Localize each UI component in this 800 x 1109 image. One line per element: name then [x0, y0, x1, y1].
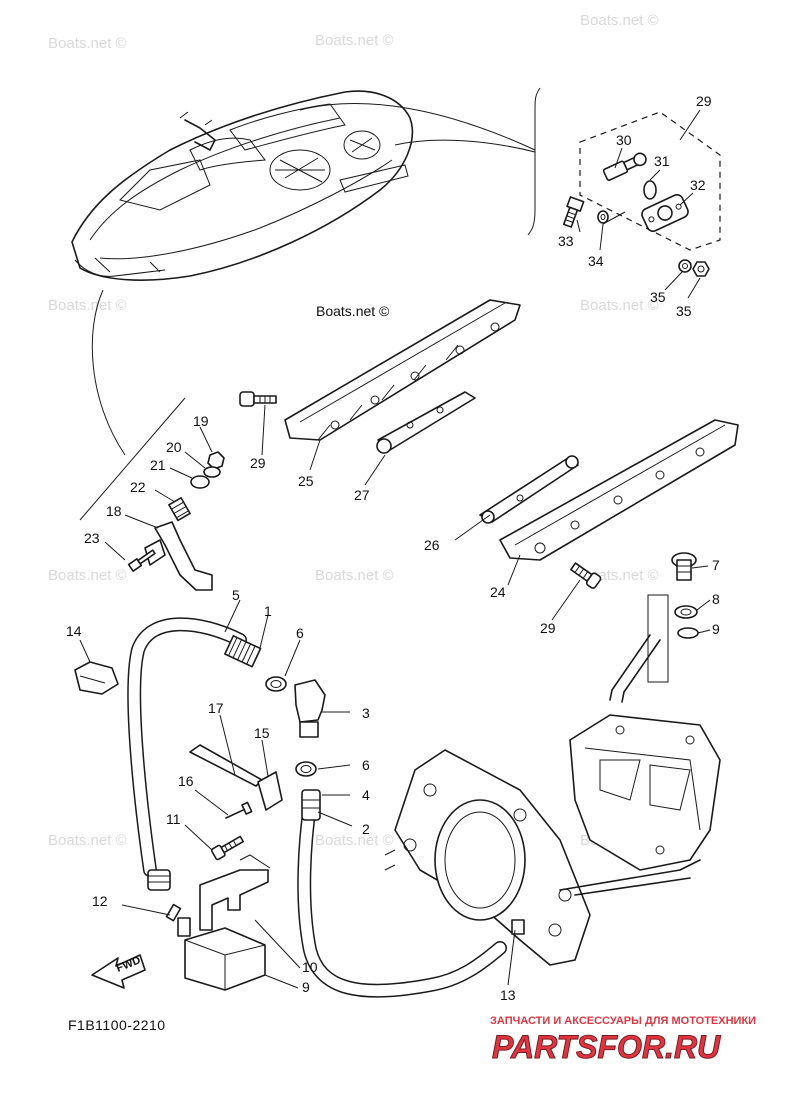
- callout-25: 24: [490, 584, 506, 600]
- callout-29: 29: [540, 620, 556, 636]
- callout-26: 25: [298, 473, 314, 489]
- callout-8: 8: [712, 591, 720, 607]
- watermark-text: Boats.net ©: [48, 567, 127, 584]
- watermark-text: Boats.net ©: [48, 832, 127, 849]
- callout-9: 9: [712, 621, 720, 637]
- callout-21: 20: [166, 439, 182, 455]
- callout-6: 6: [362, 757, 370, 773]
- callout-1: 1: [264, 603, 272, 619]
- diagram-code: F1B1100-2210: [68, 1017, 166, 1033]
- callout-2: 2: [362, 821, 370, 837]
- callout-7: 7: [712, 557, 720, 573]
- callout-33: 32: [690, 177, 706, 193]
- drain-plug-assembly: [671, 552, 699, 639]
- jet-pump-housing: [559, 594, 721, 896]
- callout-17: 16: [178, 773, 194, 789]
- callout-20: 19: [193, 413, 209, 429]
- strake-28: [376, 391, 476, 454]
- callout-29: 29: [250, 455, 266, 471]
- callout-30: 29: [696, 93, 712, 109]
- callout-23: 22: [130, 479, 146, 495]
- callout-22: 21: [150, 457, 166, 473]
- callout-28: 27: [354, 487, 370, 503]
- callout-32: 31: [654, 153, 670, 169]
- hose-assembly: [127, 617, 507, 998]
- watercraft-hull: [71, 90, 414, 281]
- footer-branding: ЗАПЧАСТИ И АКСЕССУАРЫ ДЛЯ МОТОТЕХНИКИ PA…: [490, 1015, 756, 1066]
- watermark-text: Boats.net ©: [315, 832, 394, 849]
- callout-16: 15: [254, 725, 270, 741]
- footer-brand-logo: PARTSFOR.RU: [492, 1029, 721, 1065]
- fwd-arrow-icon: FWD: [91, 954, 146, 989]
- callout-35: 35: [650, 289, 666, 305]
- watermark-text: Boats.net ©: [48, 35, 127, 52]
- callout-19: 18: [106, 503, 122, 519]
- callout-35: 34: [588, 253, 604, 269]
- callout-leaders: [79, 109, 711, 989]
- copyright-label: Boats.net ©: [316, 303, 390, 319]
- sponson-25: [499, 419, 739, 561]
- callout-numbers: 29 30 31 32 33 34 35 35 Boats.net © 19 2…: [66, 93, 720, 1003]
- intake-duct-14: [384, 749, 591, 966]
- callout-6: 6: [296, 625, 304, 641]
- callout-10: 9: [302, 979, 310, 995]
- callout-11: 10: [302, 959, 318, 975]
- callout-13: 12: [92, 893, 108, 909]
- watermark-text: Boats.net ©: [580, 297, 659, 314]
- bolt-29-upper: [239, 391, 277, 407]
- bolt-29-lower: [570, 562, 602, 589]
- callout-14: 13: [500, 987, 516, 1003]
- watermark-text: Boats.net ©: [315, 567, 394, 584]
- watermark-text: Boats.net ©: [580, 12, 659, 29]
- callout-5: 5: [232, 587, 240, 603]
- sponson-26: [284, 299, 521, 441]
- callout-36: 35: [676, 303, 692, 319]
- callout-4: 4: [362, 787, 370, 803]
- callout-27: 26: [424, 537, 440, 553]
- callout-24: 23: [84, 530, 100, 546]
- callout-31: 30: [616, 132, 632, 148]
- reference-leaders: [79, 87, 541, 521]
- watermark-text: Boats.net ©: [48, 297, 127, 314]
- callout-18: 17: [208, 700, 224, 716]
- callout-34: 33: [558, 233, 574, 249]
- callout-12: 11: [166, 811, 181, 827]
- strake-27: [479, 455, 579, 524]
- callout-15: 14: [66, 623, 82, 639]
- bracket-19-assembly: [127, 451, 225, 591]
- detail-group-30: [562, 111, 721, 277]
- watermark-text: Boats.net ©: [315, 32, 394, 49]
- callout-3: 3: [362, 705, 370, 721]
- footer-tagline: ЗАПЧАСТИ И АКСЕССУАРЫ ДЛЯ МОТОТЕХНИКИ: [490, 1015, 756, 1027]
